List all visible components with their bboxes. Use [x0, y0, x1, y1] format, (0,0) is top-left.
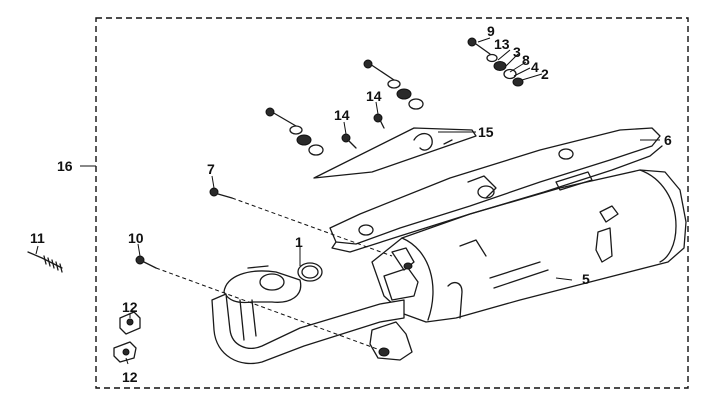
- leader-lines: [35, 37, 660, 365]
- bolt-stack-left: [265, 107, 324, 156]
- callout-14-upper: 14: [366, 88, 382, 104]
- muffler-body: [371, 169, 687, 323]
- callout-16: 16: [57, 158, 73, 174]
- bolt-stack-right: [467, 37, 524, 87]
- callout-3: 3: [513, 44, 521, 60]
- callout-14-lower: 14: [334, 107, 350, 123]
- bolt-14-upper: [373, 113, 385, 129]
- callout-13: 13: [494, 36, 510, 52]
- bolt-7: [209, 187, 393, 257]
- spring-11: [27, 251, 63, 273]
- clamp-upper-12: [119, 311, 141, 335]
- exhaust-pipe: [211, 247, 419, 365]
- clamp-lower-12: [113, 341, 137, 363]
- bolt-14-lower: [341, 133, 357, 149]
- callout-4: 4: [531, 59, 539, 75]
- callout-9: 9: [487, 23, 495, 39]
- heat-shield: [329, 127, 663, 253]
- callout-8: 8: [522, 52, 530, 68]
- bolt-10: [135, 255, 381, 351]
- cover-plate: [313, 127, 477, 179]
- callout-2: 2: [541, 66, 549, 82]
- callout-7: 7: [207, 161, 215, 177]
- assembly-boundary: [95, 17, 689, 389]
- callout-1: 1: [295, 234, 303, 250]
- callout-11: 11: [30, 230, 45, 246]
- bolt-stack-middle: [363, 59, 424, 110]
- callout-10: 10: [128, 230, 144, 246]
- callout-labels: 1 2 3 4 5 6 7 8 9 10 11 12 12 13 14 14 1…: [30, 23, 672, 385]
- callout-12-upper: 12: [122, 299, 138, 315]
- gasket-ring: [297, 262, 323, 282]
- callout-12-lower: 12: [122, 369, 138, 385]
- callout-5: 5: [582, 271, 590, 287]
- callout-6: 6: [664, 132, 672, 148]
- callout-15: 15: [478, 124, 494, 140]
